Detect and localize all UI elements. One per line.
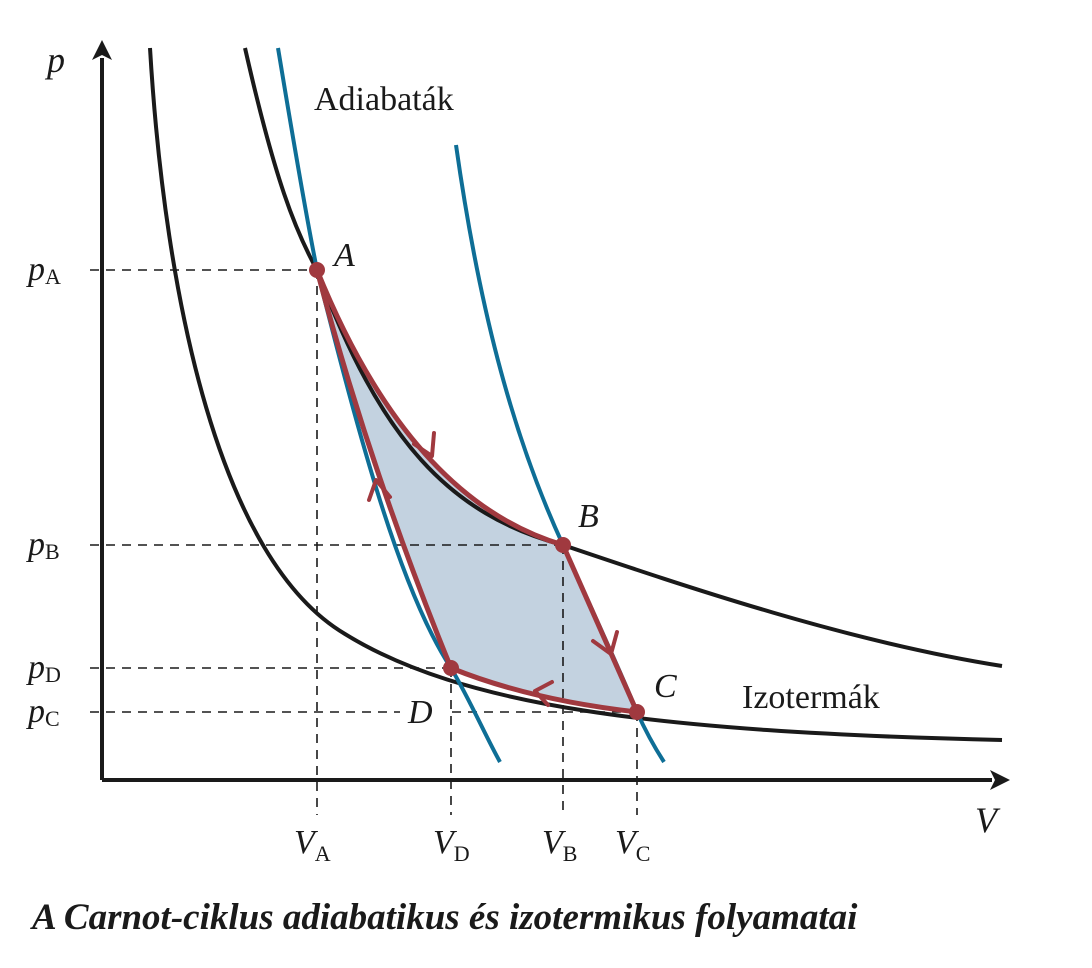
- isotherm-low: [148, 47, 1003, 742]
- cycle-edge-ab: [314, 269, 564, 548]
- cycle-edge-da: [314, 269, 454, 669]
- point-a: [309, 262, 325, 278]
- arrow-ab: [412, 431, 436, 458]
- figure-caption: A Carnot-ciklus adiabatikus és izotermik…: [32, 897, 858, 938]
- guide-lines: [90, 269, 638, 815]
- arrow-bc: [591, 630, 619, 656]
- cycle-edge-bc: [560, 543, 640, 714]
- y-axis-label: p: [44, 40, 65, 80]
- arrow-cd: [533, 680, 554, 707]
- tick-va: VA: [294, 824, 331, 866]
- point-c-label: C: [654, 668, 677, 705]
- point-d: [443, 660, 459, 676]
- arrow-da: [367, 478, 392, 502]
- tick-vc: VC: [615, 824, 650, 866]
- cycle-direction-arrows: [367, 431, 619, 707]
- point-b-label: B: [578, 498, 599, 535]
- tick-vb: VB: [542, 824, 577, 866]
- tick-vd: VD: [433, 824, 470, 866]
- adiabats-label: Adiabaták: [314, 81, 454, 118]
- tick-pc: pC: [26, 693, 60, 731]
- adiabat-left: [276, 47, 502, 763]
- point-d-label: D: [407, 694, 433, 731]
- point-c: [629, 704, 645, 720]
- tick-pa: pA: [26, 251, 61, 289]
- tick-pb: pB: [26, 526, 60, 564]
- cycle-area: [317, 270, 637, 712]
- point-a-label: A: [332, 237, 355, 274]
- state-points: [309, 262, 645, 720]
- tick-pd: pD: [26, 649, 61, 687]
- point-b: [555, 537, 571, 553]
- isotherms-label: Izotermák: [742, 679, 880, 716]
- x-axis-label: V: [975, 800, 1001, 840]
- isotherm-high: [243, 47, 1003, 668]
